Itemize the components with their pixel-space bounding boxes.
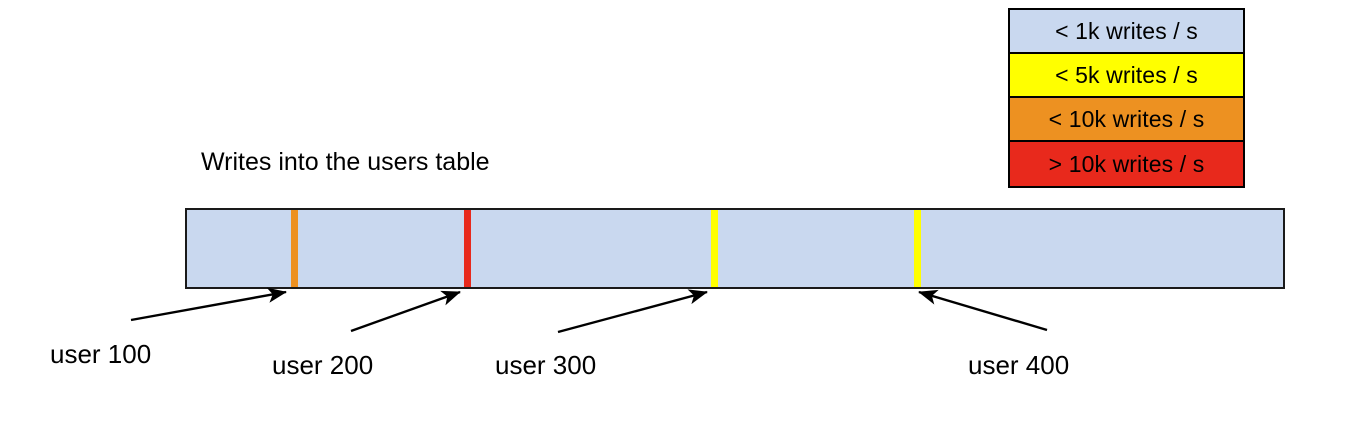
legend-row-lt-1k: < 1k writes / s [1010,10,1243,54]
arrow-user-300 [557,289,708,334]
chart-title: Writes into the users table [201,148,490,176]
user-200-divider [464,210,471,287]
legend-label-lt-10k: < 10k writes / s [1048,105,1205,132]
legend-label-lt-1k: < 1k writes / s [1055,17,1198,44]
arrow-user-400 [918,289,1048,332]
legend-row-lt-10k: < 10k writes / s [1010,98,1243,142]
user-300-divider [711,210,718,287]
users-table-range-bar [185,208,1285,289]
arrow-user-200 [350,290,461,333]
legend: < 1k writes / s < 5k writes / s < 10k wr… [1008,8,1245,188]
callout-label-user-200: user 200 [272,350,374,380]
legend-label-lt-5k: < 5k writes / s [1055,61,1198,88]
legend-label-gt-10k: > 10k writes / s [1048,150,1205,177]
legend-row-gt-10k: > 10k writes / s [1010,142,1243,186]
legend-row-lt-5k: < 5k writes / s [1010,54,1243,98]
arrow-user-100 [130,287,287,322]
callout-label-user-300: user 300 [495,350,597,380]
callout-label-user-400: user 400 [968,350,1070,380]
callout-label-user-100: user 100 [50,339,152,369]
user-100-divider [291,210,298,287]
user-400-divider [914,210,921,287]
